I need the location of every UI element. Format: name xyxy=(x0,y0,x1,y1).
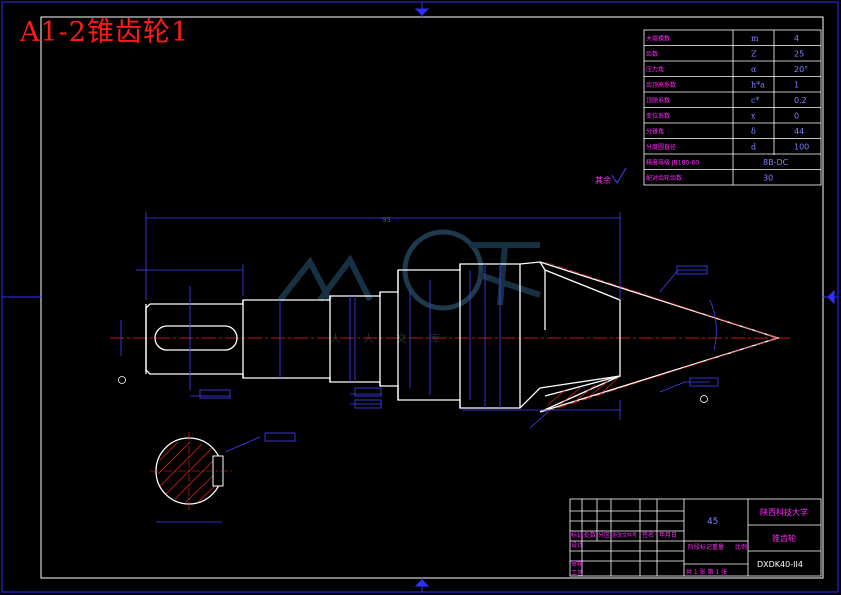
material-label: 45 xyxy=(707,517,718,527)
param-symbol: h*a xyxy=(751,81,765,90)
row-label-process: 工艺 xyxy=(571,569,583,577)
col-label-count: 处数 xyxy=(584,531,596,539)
col-label-signature: 签名 xyxy=(642,531,654,539)
row-label-review: 审核 xyxy=(571,560,583,568)
param-value: 100 xyxy=(794,143,809,152)
param-value: 4 xyxy=(794,34,799,43)
roughness-label: 其余 xyxy=(595,175,611,185)
row-label-design: 设计 xyxy=(571,541,583,549)
param-symbol: α xyxy=(751,65,757,74)
weight-label: 重量 xyxy=(712,543,724,551)
param-value: 30 xyxy=(763,174,773,183)
param-symbol: c* xyxy=(751,96,759,105)
param-symbol: δ xyxy=(751,127,756,136)
param-symbol: m xyxy=(751,34,759,43)
sheet-info: 共 1 张 第 1 张 xyxy=(686,568,727,576)
title-block-grid xyxy=(569,498,822,577)
param-value: 25 xyxy=(794,50,804,59)
school-name: 陕西科技大学 xyxy=(760,507,808,517)
param-value: 1 xyxy=(794,81,799,90)
gear-hatch xyxy=(544,261,779,413)
param-table-rows: 大端模数 m 4 齿数 Z 25 压力角 α 20° 齿顶高系数 h*a 1 顶隙系数 c* 0.2 变位系数… xyxy=(644,34,821,183)
overall-length-dimension: 93 xyxy=(382,216,391,224)
col-label-zone: 分区 xyxy=(598,531,610,539)
param-value: 8B-DC xyxy=(763,158,789,167)
param-name: 齿数 xyxy=(646,50,658,58)
param-name: 配对齿轮齿数 xyxy=(646,174,682,182)
cross-section-view xyxy=(150,432,296,523)
param-name: 精度等级 JB180-60 xyxy=(646,159,699,167)
stage-label: 阶段标记 xyxy=(688,543,712,551)
param-value: 44 xyxy=(794,127,804,136)
drawing-title: A1-2锥齿轮1 xyxy=(20,17,190,48)
part-name: 锥齿轮 xyxy=(772,533,796,543)
param-symbol: x xyxy=(751,112,756,121)
shaft-outline xyxy=(145,261,781,413)
param-name: 压力角 xyxy=(646,66,664,74)
param-name: 分锥角 xyxy=(646,128,664,136)
param-value: 20° xyxy=(794,65,808,74)
param-name: 齿顶高系数 xyxy=(646,81,676,89)
param-symbol: d xyxy=(751,143,756,152)
row-label-mark: 标记 xyxy=(571,531,583,539)
param-symbol: Z xyxy=(751,50,757,59)
watermark-text: 人人文库 xyxy=(330,331,462,345)
param-name: 大端模数 xyxy=(646,35,670,43)
datum-marks xyxy=(118,376,708,403)
scale-label: 比例 xyxy=(735,543,747,551)
col-label-date: 年月日 xyxy=(659,531,677,539)
param-value: 0 xyxy=(794,112,799,121)
drawing-number: DXDK40-II4 xyxy=(757,560,803,569)
param-value: 0.2 xyxy=(794,96,807,105)
param-name: 变位系数 xyxy=(646,112,670,120)
param-name: 分度圆直径 xyxy=(646,143,676,151)
watermark-logo xyxy=(277,229,541,311)
title-block-text: 45 陕西科技大学 锥齿轮 DXDK40-II4 阶段标记 重量 比例 共 1 … xyxy=(571,507,808,577)
param-name: 顶隙系数 xyxy=(646,97,670,105)
roughness-symbol: 其余 xyxy=(595,167,627,185)
col-label-change: 更改文件号 xyxy=(612,532,637,539)
dimension-lines xyxy=(120,212,719,429)
